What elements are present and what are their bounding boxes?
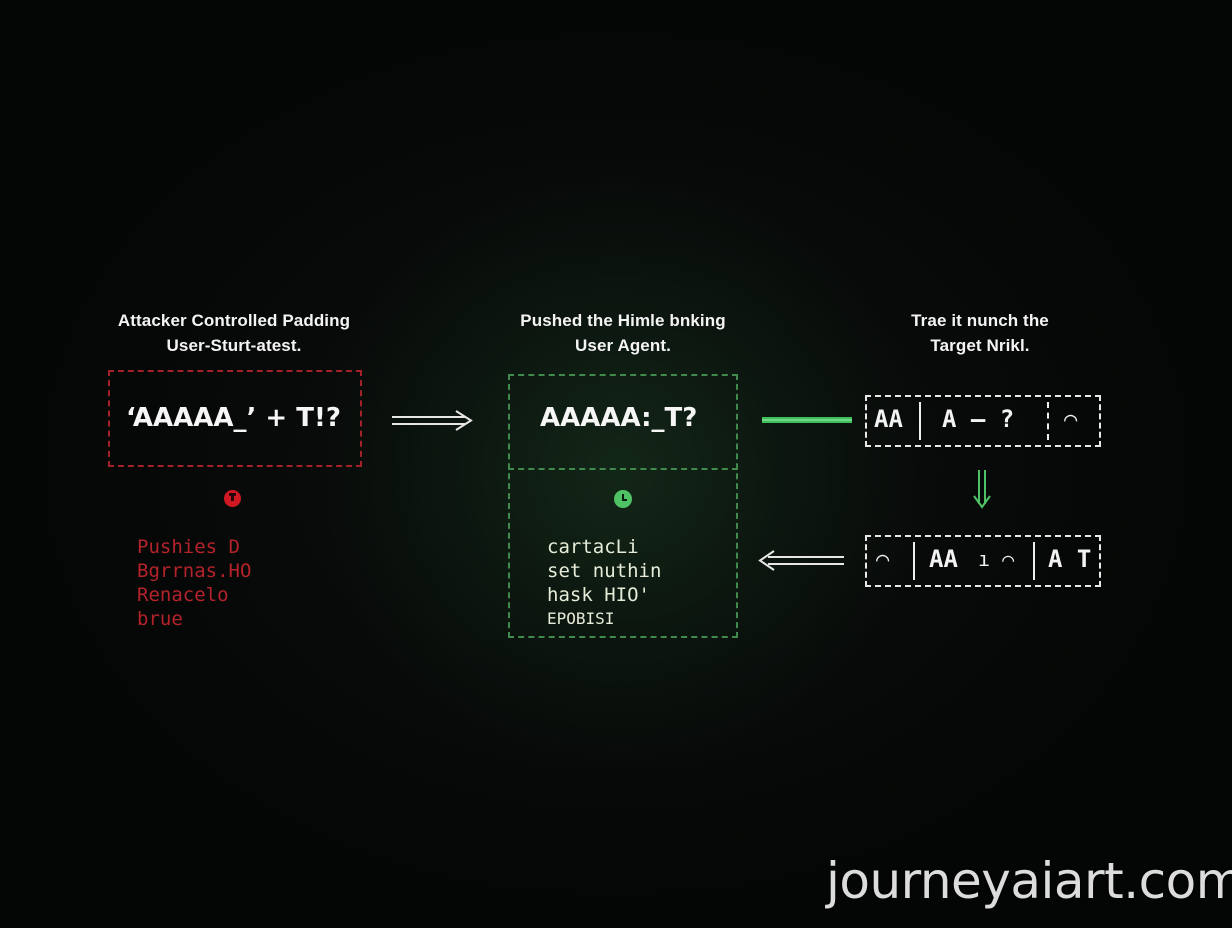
target-top-separator xyxy=(919,402,921,440)
agent-box-divider xyxy=(508,468,738,470)
target-heading-line-1: Trae it nunch the xyxy=(911,311,1049,330)
green-connector-line xyxy=(762,417,852,423)
target-top-cell: ⌒ xyxy=(1064,407,1078,432)
agent-note-line: hask HIO' xyxy=(547,584,650,606)
agent-note-line: set nuthin xyxy=(547,560,662,582)
left-double-arrow-icon xyxy=(758,550,844,571)
attacker-payload-text: ‘AAAAA_’ + T!? xyxy=(126,403,341,433)
target-bottom-separator xyxy=(913,542,915,580)
attacker-note-line: Renacelo xyxy=(137,584,229,606)
target-bottom-buffer xyxy=(865,535,1101,587)
watermark-text: journeyaiart.com xyxy=(826,852,1232,910)
attacker-heading: Attacker Controlled Padding User-Sturt-a… xyxy=(104,308,364,358)
agent-box xyxy=(508,374,738,638)
attacker-note-line: brue xyxy=(137,608,183,630)
target-bottom-cell: ı ⌒ xyxy=(978,547,1015,571)
target-heading: Trae it nunch the Target Nrikl. xyxy=(860,308,1100,358)
target-heading-line-2: Target Nrikl. xyxy=(930,336,1030,355)
target-bottom-cell: A T xyxy=(1048,545,1092,573)
right-double-arrow-icon xyxy=(392,410,473,431)
clock-dot-icon xyxy=(614,490,632,508)
agent-note-line: cartacLi xyxy=(547,536,639,558)
agent-heading: Pushed the Himle bnking User Agent. xyxy=(488,308,758,358)
down-arrow-icon xyxy=(973,470,991,509)
attacker-payload-box xyxy=(108,370,362,467)
target-top-cell: A – ? xyxy=(942,405,1015,433)
attacker-note-line: Pushies D xyxy=(137,536,240,558)
target-bottom-cell: AA xyxy=(929,545,958,573)
agent-payload-text: AAAAA:_T? xyxy=(540,403,698,433)
attacker-heading-line-1: Attacker Controlled Padding xyxy=(117,311,351,330)
target-bottom-cell: ⌒ xyxy=(876,547,890,572)
target-bottom-separator xyxy=(1033,542,1035,580)
target-top-cell: AA xyxy=(874,405,903,433)
attacker-note-line: Bgrrnas.HO xyxy=(137,560,252,582)
attacker-heading-line-2: User-Sturt-atest. xyxy=(166,336,302,355)
target-top-separator xyxy=(1047,402,1049,440)
agent-heading-line-2: User Agent. xyxy=(575,336,671,355)
agent-note-line: EPOBISI xyxy=(547,609,615,628)
agent-heading-line-1: Pushed the Himle bnking xyxy=(520,311,726,330)
target-top-buffer xyxy=(865,395,1101,447)
alert-dot-icon xyxy=(224,490,241,507)
